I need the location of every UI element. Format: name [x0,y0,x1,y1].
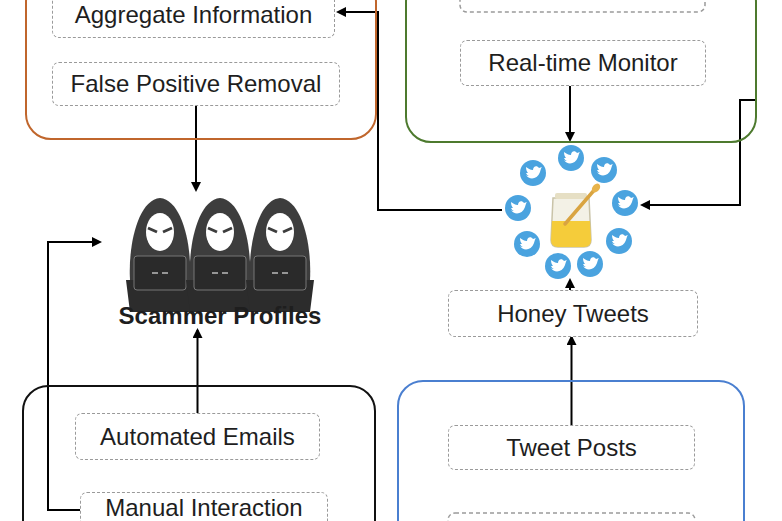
dashed-box [448,513,695,521]
group-box: Tweet Posts [397,380,745,521]
node-label: Honey Tweets [497,300,649,328]
node-label: Manual Interaction [105,494,302,521]
dashed-box [460,0,705,12]
process-box: Manual Interaction [80,492,328,521]
arrow [338,12,757,290]
process-box: Honey Tweets [448,290,698,337]
process-box: Real-time Monitor [460,40,706,86]
node-label: Aggregate Information [75,1,312,29]
group-box: Automated EmailsManual Interaction [22,385,376,521]
group-box: Aggregate InformationFalse Positive Remo… [25,0,377,140]
arrow [48,242,100,510]
arrow [195,106,197,190]
honeypot-icon [505,145,638,279]
profile-node: Scammer Profiles [100,190,340,330]
node-label: Real-time Monitor [488,49,677,77]
process-box: Tweet Posts [448,425,695,470]
node-title: Scammer Profiles [119,302,322,330]
node-label: Tweet Posts [506,434,637,462]
hacker-icon [126,198,314,312]
process-box: Automated Emails [75,413,320,460]
process-box: False Positive Removal [52,62,340,106]
node-label: False Positive Removal [71,70,322,98]
process-box: Aggregate Information [52,0,335,38]
node-label: Automated Emails [100,423,295,451]
arrow [197,330,199,413]
group-box: Real-time Monitor [405,0,757,143]
